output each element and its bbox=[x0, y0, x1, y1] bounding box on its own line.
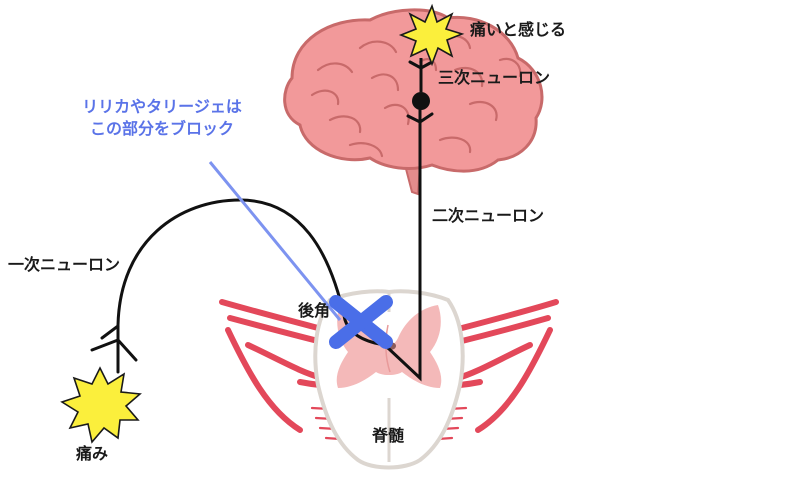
brain-shape bbox=[283, 8, 544, 173]
dorsal-horn-label: 後角 bbox=[298, 301, 331, 320]
drug-block-note-line1: リリカやタリージェは bbox=[82, 97, 242, 116]
pain-feel-label: 痛いと感じる bbox=[470, 20, 567, 39]
second-order-neuron bbox=[386, 93, 434, 382]
callout-pointer-line bbox=[208, 161, 342, 321]
pain-label: 痛み bbox=[76, 444, 109, 463]
first-neuron-label: 一次ニューロン bbox=[8, 255, 121, 274]
block-cross-icon bbox=[329, 295, 393, 349]
drug-block-note: リリカやタリージェは この部分をブロック bbox=[62, 96, 262, 140]
third-order-neuron bbox=[408, 58, 434, 110]
third-neuron-label: 三次ニューロン bbox=[438, 68, 551, 87]
pain-perceived-starburst-icon bbox=[398, 3, 465, 67]
pain-source-starburst-icon bbox=[60, 366, 142, 444]
spinal-cord-label: 脊髄 bbox=[372, 426, 405, 445]
second-neuron-label: 二次ニューロン bbox=[432, 206, 545, 225]
drug-block-note-line2: この部分をブロック bbox=[89, 119, 234, 138]
